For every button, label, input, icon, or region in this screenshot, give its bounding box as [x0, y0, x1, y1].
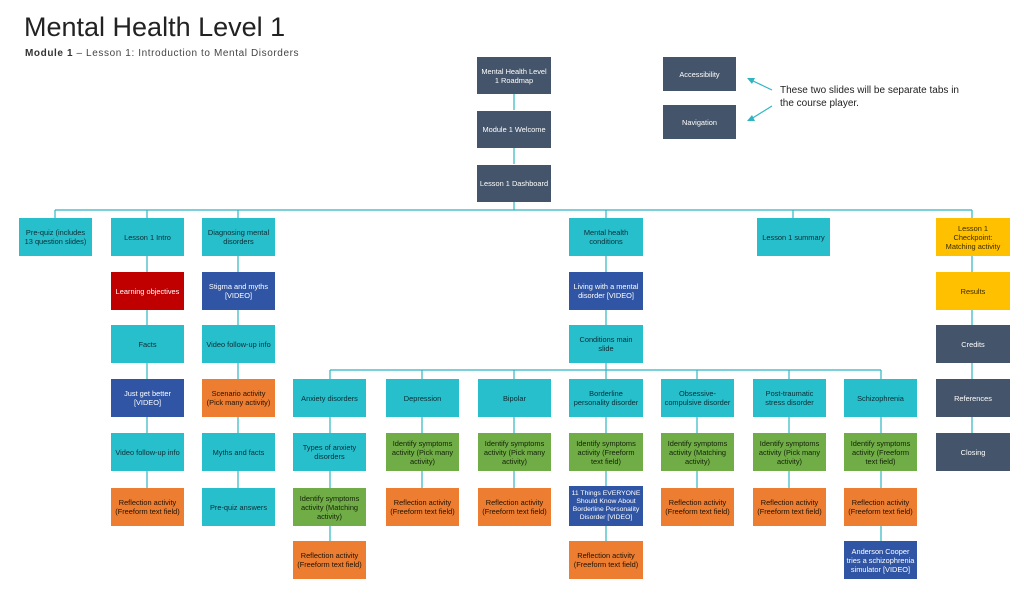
prequiz-box: Pre-quiz (includes 13 question slides) [19, 218, 92, 256]
intro-box: Lesson 1 Intro [111, 218, 184, 256]
borderline-identify-box: Identify symptoms activity (Freeform tex… [569, 433, 643, 471]
arrow-accessibility [750, 79, 773, 91]
living-box: Living with a mental disorder [VIDEO] [569, 272, 643, 310]
diagnosing-box: Diagnosing mental disorders [202, 218, 275, 256]
prequiz-answers-box: Pre-quiz answers [202, 488, 275, 526]
depression-reflection-box: Reflection activity (Freeform text field… [386, 488, 459, 526]
diagram-title: Mental Health Level 1 [24, 12, 286, 42]
ocd-identify-box: Identify symptoms activity (Matching act… [661, 433, 734, 471]
anxiety-box: Anxiety disorders [293, 379, 366, 417]
borderline-video-box: 11 Things EVERYONE Should Know About Bor… [569, 486, 643, 526]
borderline-reflection-box: Reflection activity (Freeform text field… [569, 541, 643, 579]
schizo-video-box: Anderson Cooper tries a schizophrenia si… [844, 541, 917, 579]
ocd-reflection-box: Reflection activity (Freeform text field… [661, 488, 734, 526]
ocd-box: Obsessive-compulsive disorder [661, 379, 734, 417]
conditions-main-box: Conditions main slide [569, 325, 643, 363]
intro-reflection-box: Reflection activity (Freeform text field… [111, 488, 184, 526]
scenario-box: Scenario activity (Pick many activity) [202, 379, 275, 417]
summary-box: Lesson 1 summary [757, 218, 830, 256]
dashboard-box: Lesson 1 Dashboard [477, 165, 551, 202]
schizo-identify-box: Identify symptoms activity (Freeform tex… [844, 433, 917, 471]
intro-video-follow-up-box: Video follow-up info [111, 433, 184, 471]
learning-objectives-box: Learning objectives [111, 272, 184, 310]
roadmap-box: Mental Health Level 1 Roadmap [477, 57, 551, 94]
arrow-navigation [750, 105, 773, 120]
arrowhead-accessibility [747, 78, 755, 84]
closing-box: Closing [936, 433, 1010, 471]
just-get-better-box: Just get better [VIDEO] [111, 379, 184, 417]
tabs-note: These two slides will be separate tabs i… [780, 85, 959, 109]
ptsd-reflection-box: Reflection activity (Freeform text field… [753, 488, 826, 526]
anxiety-types-box: Types of anxiety disorders [293, 433, 366, 471]
bipolar-reflection-box: Reflection activity (Freeform text field… [478, 488, 551, 526]
lesson-label: – Lesson 1: Introduction to Mental Disor… [73, 48, 300, 59]
depression-box: Depression [386, 379, 459, 417]
depression-identify-box: Identify symptoms activity (Pick many ac… [386, 433, 459, 471]
schizo-reflection-box: Reflection activity (Freeform text field… [844, 488, 917, 526]
ptsd-box: Post-traumatic stress disorder [753, 379, 826, 417]
accessibility-box: Accessibility [663, 57, 736, 91]
navigation-box: Navigation [663, 105, 736, 139]
anxiety-reflection-box: Reflection activity (Freeform text field… [293, 541, 366, 579]
schizophrenia-box: Schizophrenia [844, 379, 917, 417]
bipolar-identify-box: Identify symptoms activity (Pick many ac… [478, 433, 551, 471]
conditions-box: Mental health conditions [569, 218, 643, 256]
ptsd-identify-box: Identify symptoms activity (Pick many ac… [753, 433, 826, 471]
diagram-subtitle: Module 1 – Lesson 1: Introduction to Men… [25, 48, 299, 59]
module-label: Module 1 [25, 48, 74, 59]
references-box: References [936, 379, 1010, 417]
bipolar-box: Bipolar [478, 379, 551, 417]
anxiety-identify-box: Identify symptoms activity (Matching act… [293, 488, 366, 526]
borderline-box: Borderline personality disorder [569, 379, 643, 417]
stigma-box: Stigma and myths [VIDEO] [202, 272, 275, 310]
arrowhead-navigation [747, 115, 755, 121]
facts-box: Facts [111, 325, 184, 363]
myths-facts-box: Myths and facts [202, 433, 275, 471]
checkpoint-box: Lesson 1 Checkpoint: Matching activity [936, 218, 1010, 256]
results-box: Results [936, 272, 1010, 310]
welcome-box: Module 1 Welcome [477, 111, 551, 148]
credits-box: Credits [936, 325, 1010, 363]
diag-video-follow-up-box: Video follow-up info [202, 325, 275, 363]
